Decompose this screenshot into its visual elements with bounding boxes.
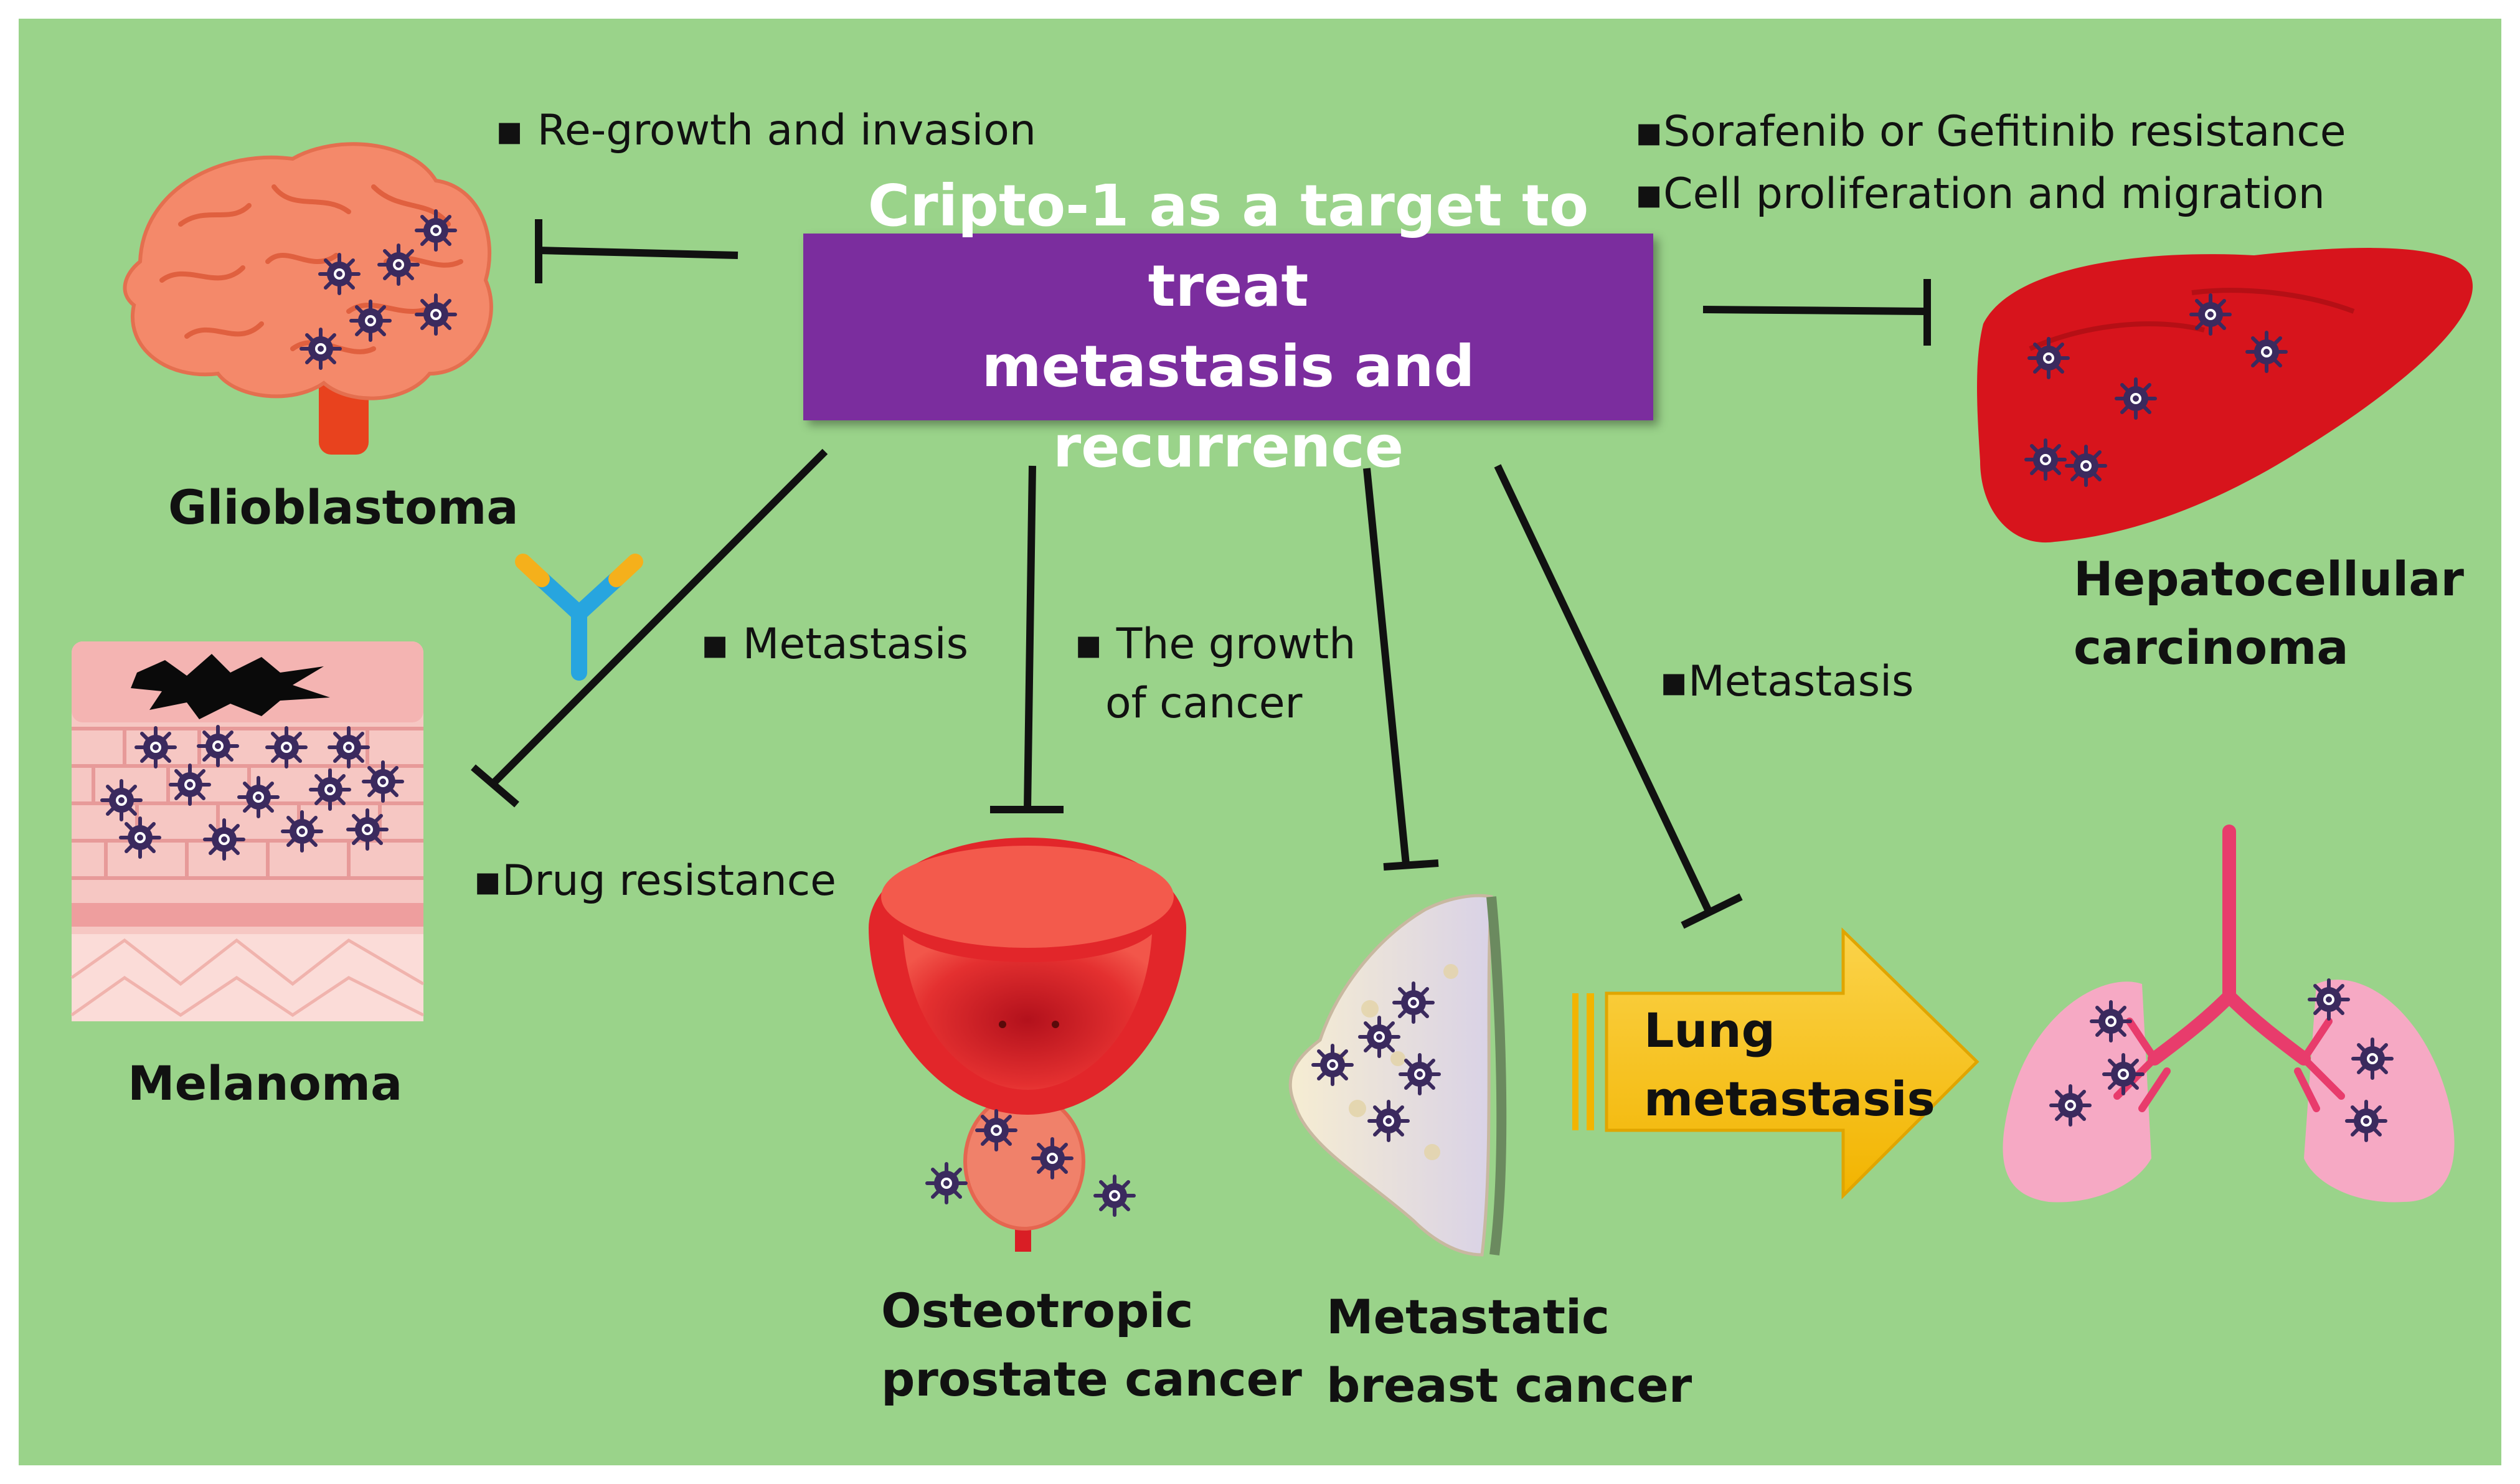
tumor-cell-icon [102,781,141,820]
label-breast-line-2: breast cancer [1326,1358,1692,1414]
tumor-cell-icon [2104,1055,2143,1094]
tumor-cell-icon [136,728,175,767]
tumor-cell-icon [2310,980,2348,1019]
annotation-hcc-2: ▪Cell proliferation and migration [1635,169,2325,219]
inhibit-hcc [1702,279,1931,346]
tumor-cell-icon [1033,1139,1072,1178]
inhibit-prostate [990,465,1064,813]
tumor-cell-icon [927,1164,966,1203]
tumor-cell-icon [417,211,455,250]
antibody-icon [515,554,643,681]
tumor-cell-icon [2026,440,2065,479]
tumor-cell-icon [364,762,402,801]
tumor-cell-icon [2247,333,2286,371]
label-hcc-line-1: Hepatocellular [2074,551,2464,607]
tumor-cell-icon [1095,1176,1134,1215]
tumor-cell-icon [2051,1086,2090,1125]
annotation-melanoma-metastasis-text: Metastasis [742,620,969,669]
arrow-label: Lung metastasis [1644,996,1935,1133]
brain-icon [123,142,493,455]
tumor-cell-icon [351,301,390,340]
tumor-cell-icon [2347,1102,2386,1140]
tumor-cell-icon [2029,339,2068,377]
label-hcc-line-2: carcinoma [2074,620,2349,676]
tumor-cell-icon [1313,1046,1352,1084]
tumor-cell-icon [121,818,159,857]
annotation-lung: ▪Metastasis [1659,657,1914,706]
tumor-cell-icon [379,245,418,284]
arrow-label-line-1: Lung [1644,1003,1776,1058]
tumor-cell-icon [417,295,455,334]
lung-icon [2003,825,2455,1203]
tumor-cell-icon [320,255,359,293]
title-box: Cripto-1 as a target to treat metastasis… [803,173,1653,480]
tumor-cell-icon [2117,379,2155,418]
arrow-label-line-2: metastasis [1644,1071,1935,1127]
tumor-cell-icon [171,765,209,804]
annotation-prostate-1: ▪ The growth [1074,620,1356,669]
label-glioblastoma: Glioblastoma [168,480,519,535]
breast-icon [1288,894,1507,1257]
tumor-cell-icon [2353,1039,2392,1078]
tumor-cell-icon [348,810,387,849]
bladder-prostate-icon [869,838,1186,1252]
annotation-drug-resistance-text: Drug resistance [502,856,836,905]
label-prostate-line-2: prostate cancer [881,1351,1302,1407]
tumor-cell-icon [205,820,243,859]
tumor-cell-icon [2191,295,2230,334]
skin-layer-icon [70,641,425,1021]
tumor-cell-icon [239,778,278,816]
annotation-melanoma-metastasis: ▪ Metastasis [701,620,969,669]
lung-metastasis-arrow [1572,927,1980,1200]
label-prostate: Osteotropic prostate cancer [881,1277,1302,1414]
tumor-cell-icon [267,728,306,767]
tumor-cell-icon [311,770,349,809]
tumor-cell-icon [2067,447,2105,485]
annotation-drug-resistance: ▪Drug resistance [473,856,836,905]
annotation-glioblastoma-text: Re-growth and invasion [537,106,1036,155]
tumor-cell-icon [199,727,237,765]
annotation-glioblastoma: ▪ Re-growth and invasion [495,106,1036,155]
tumor-cell-icon [329,728,368,767]
label-hcc: Hepatocellular carcinoma [2074,545,2464,682]
label-breast: Metastatic breast cancer [1326,1283,1692,1420]
tumor-cell-icon [283,812,321,851]
label-breast-line-1: Metastatic [1326,1289,1610,1345]
inhibit-melanoma [471,448,828,808]
tumor-cell-icon [1360,1018,1399,1056]
liver-icon [1977,248,2473,543]
tumor-cell-icon [977,1111,1016,1150]
annotation-hcc-2-text: Cell proliferation and migration [1663,169,2325,219]
tumor-cell-icon [2092,1002,2130,1041]
tumor-cell-icon [301,329,340,368]
inhibit-lung [1494,464,1743,929]
tumor-cell-icon [1400,1055,1439,1094]
inhibit-breast [1363,468,1439,871]
annotation-prostate-1-text: The growth [1116,620,1356,669]
title-line-1: Cripto-1 as a target to treat [867,173,1589,320]
annotation-hcc-1-text: Sorafenib or Gefitinib resistance [1663,107,2346,156]
tumor-cell-icon [1394,983,1433,1022]
tumor-cell-icon [1369,1102,1408,1140]
title-line-2: metastasis and recurrence [981,333,1475,480]
label-prostate-line-1: Osteotropic [881,1283,1194,1338]
inhibition-lines [471,219,1931,929]
annotation-hcc-1: ▪Sorafenib or Gefitinib resistance [1635,107,2346,156]
annotation-prostate-2: of cancer [1105,679,1303,728]
label-melanoma: Melanoma [128,1056,403,1111]
inhibit-glioblastoma [535,219,739,283]
annotation-lung-text: Metastasis [1688,657,1914,706]
